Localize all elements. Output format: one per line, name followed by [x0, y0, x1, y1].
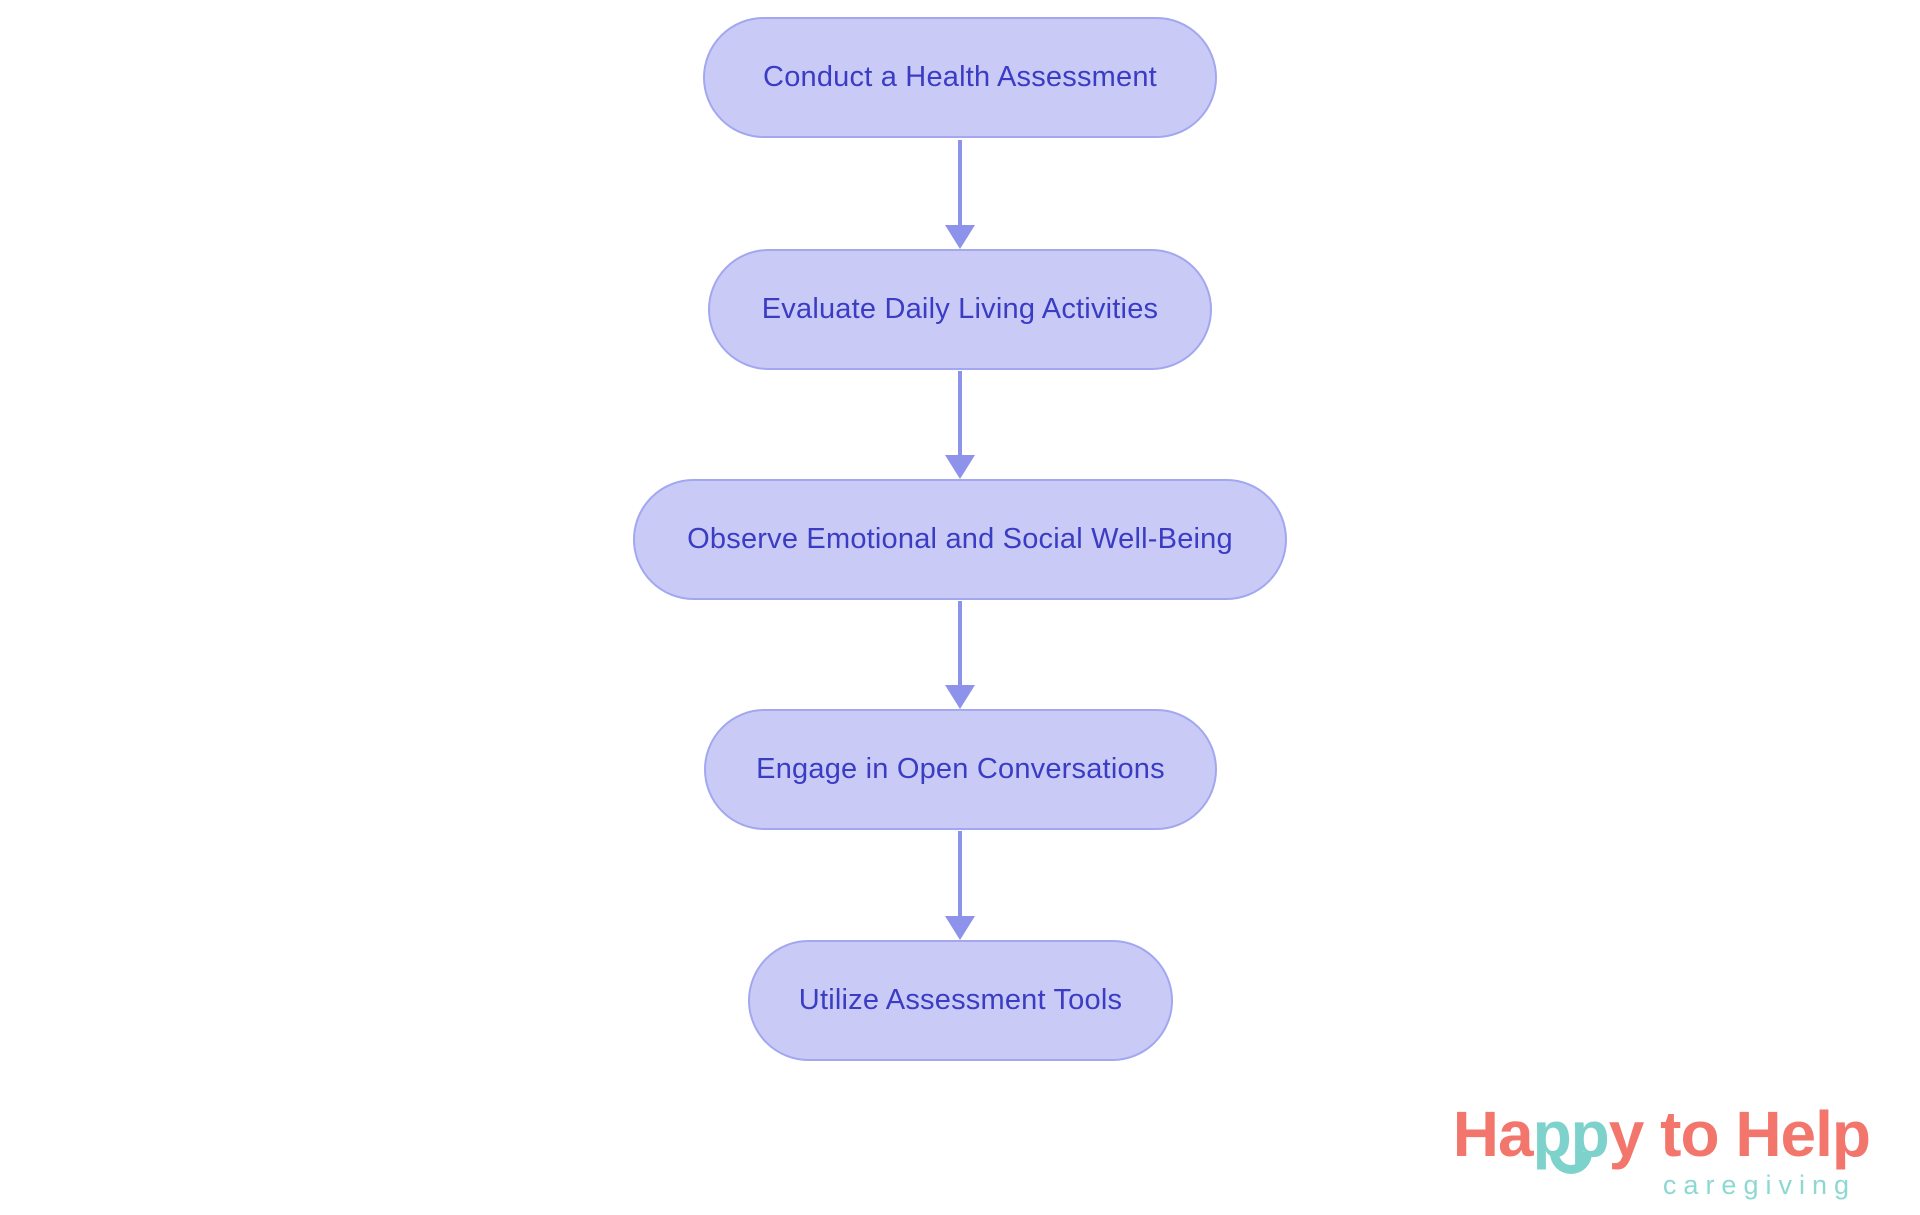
flow-node-label: Utilize Assessment Tools — [798, 984, 1123, 1016]
arrow-down-icon — [945, 601, 975, 709]
flow-node-engage-conversations: Engage in Open Conversations — [704, 709, 1217, 830]
arrow-shaft — [958, 601, 962, 685]
arrow-head — [945, 685, 975, 709]
smile-icon — [1549, 1152, 1592, 1174]
arrow-down-icon — [945, 831, 975, 940]
logo-text-help: Help — [1735, 1098, 1871, 1170]
logo-pp-wrap: pp — [1533, 1102, 1610, 1174]
arrow-shaft — [958, 371, 962, 455]
flow-node-label: Evaluate Daily Living Activities — [761, 293, 1159, 325]
flow-node-label: Conduct a Health Assessment — [763, 61, 1157, 93]
logo-tagline: caregiving — [1662, 1170, 1856, 1200]
flow-node-label: Observe Emotional and Social Well-Being — [687, 523, 1233, 555]
arrow-shaft — [958, 140, 962, 225]
arrow-head — [945, 455, 975, 479]
flow-node-evaluate-daily-living: Evaluate Daily Living Activities — [708, 249, 1212, 370]
logo-text-to: to — [1643, 1098, 1736, 1170]
flow-node-utilize-tools: Utilize Assessment Tools — [748, 940, 1173, 1061]
arrow-head — [945, 916, 975, 940]
arrow-down-icon — [945, 371, 975, 479]
arrow-down-icon — [945, 140, 975, 249]
flow-node-observe-wellbeing: Observe Emotional and Social Well-Being — [633, 479, 1287, 600]
arrow-head — [945, 225, 975, 249]
logo-text-ha: Ha — [1452, 1098, 1534, 1170]
arrow-shaft — [958, 831, 962, 916]
flow-node-label: Engage in Open Conversations — [756, 753, 1165, 785]
flow-node-conduct-health-assessment: Conduct a Health Assessment — [703, 17, 1217, 138]
logo-text-y: y — [1608, 1098, 1645, 1170]
